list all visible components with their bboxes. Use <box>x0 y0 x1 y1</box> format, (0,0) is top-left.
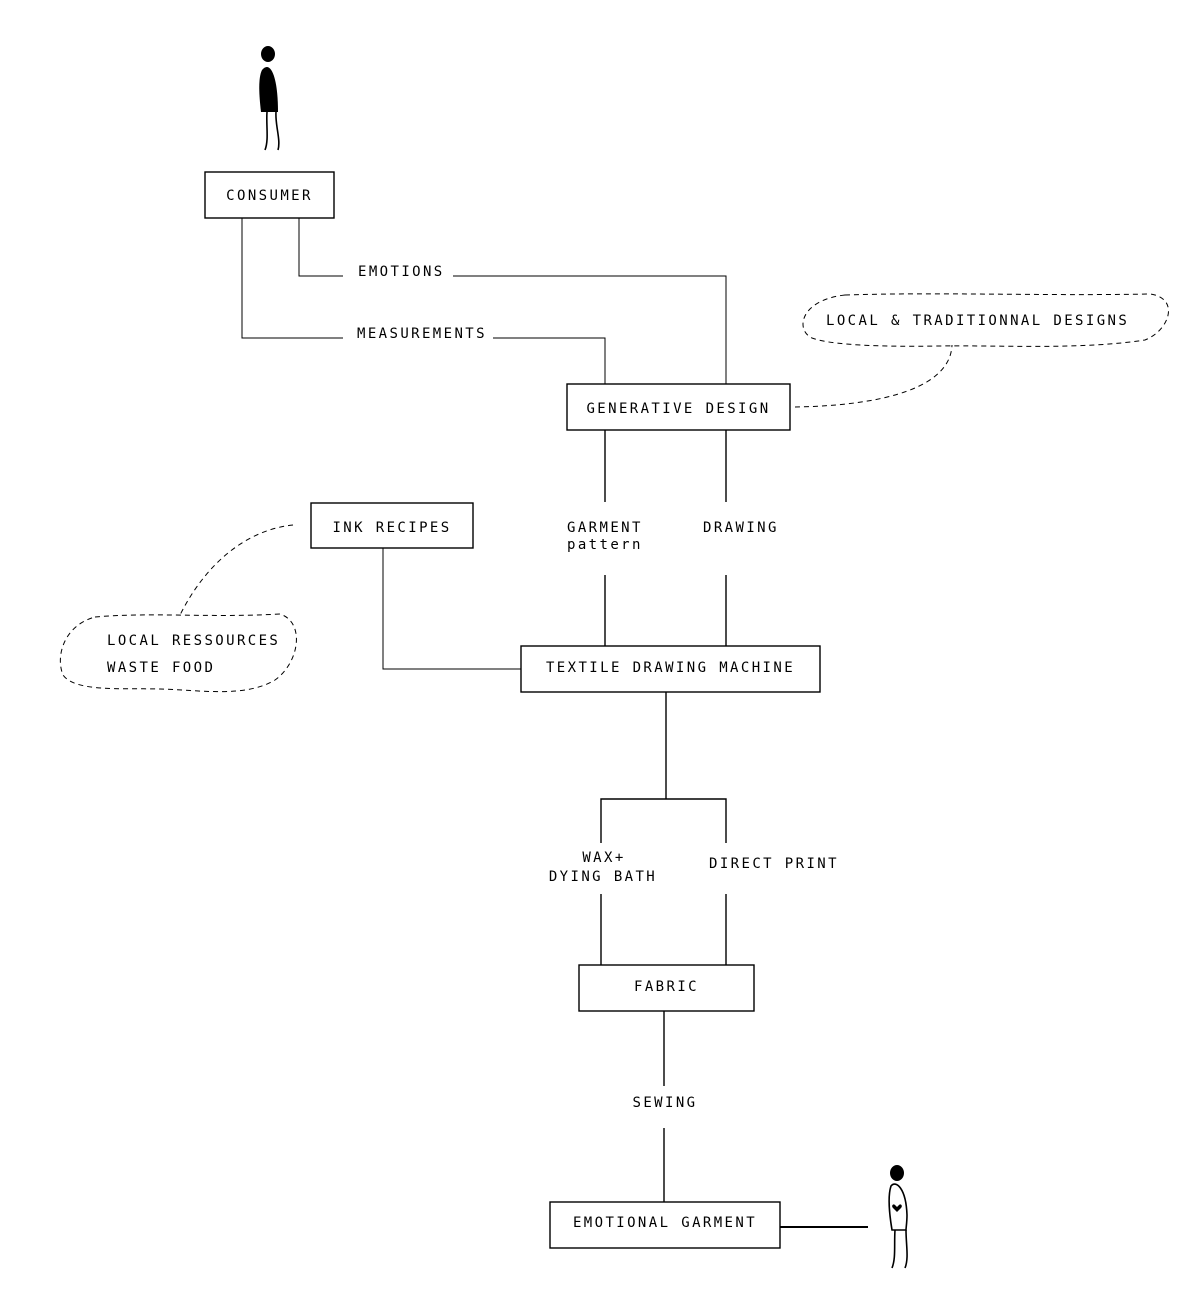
person-with-heart-icon-leg-left <box>891 1229 896 1269</box>
node-emotional-garment: EMOTIONAL GARMENT <box>549 1201 781 1249</box>
node-fabric-label: FABRIC <box>634 979 699 995</box>
node-generative-design-label: GENERATIVE DESIGN <box>586 401 770 417</box>
node-consumer-box <box>204 171 335 219</box>
cloud-designs: LOCAL & TRADITIONNAL DESIGNS <box>802 293 1169 347</box>
person-icon-head <box>261 46 275 62</box>
person-icon <box>259 46 280 151</box>
person-icon-leg-left <box>264 111 268 151</box>
person-icon-leg-right <box>275 111 280 151</box>
node-emotional-garment-box <box>549 1201 781 1249</box>
connector-ink-cloud <box>179 524 294 616</box>
person-with-heart-icon-leg-right <box>904 1229 908 1269</box>
node-ink-recipes: INK RECIPES <box>310 502 474 549</box>
heart-icon <box>892 1204 902 1212</box>
node-fabric: FABRIC <box>578 964 755 1012</box>
connector-design-cloud <box>794 344 953 408</box>
connector-ink-machine <box>382 548 521 670</box>
node-generative-design: GENERATIVE DESIGN <box>566 383 791 431</box>
person-with-heart-icon <box>888 1165 908 1269</box>
node-ink-recipes-label: INK RECIPES <box>332 520 451 536</box>
edge-sewing-label: SEWING <box>633 1095 698 1111</box>
node-consumer: CONSUMER <box>204 171 335 219</box>
edge-garment-label-line1: GARMENT <box>567 520 643 536</box>
connector-split <box>600 798 727 843</box>
node-textile-drawing-machine-label: TEXTILE DRAWING MACHINE <box>546 660 795 676</box>
connector-measurements-to-design <box>493 337 606 384</box>
edge-measurements-label: MEASUREMENTS <box>357 326 487 342</box>
edge-labels: EMOTIONS MEASUREMENTS GARMENT pattern DR… <box>357 264 839 1111</box>
edge-drawing-label: DRAWING <box>703 520 779 536</box>
connector-measurements <box>241 218 343 339</box>
edge-wax-label-line1: WAX+ <box>582 850 625 866</box>
node-emotional-garment-label: EMOTIONAL GARMENT <box>573 1215 757 1231</box>
cloud-resources-line2: WASTE FOOD <box>107 660 215 676</box>
node-fabric-box <box>578 964 755 1012</box>
connectors <box>179 218 953 1228</box>
connector-emotions <box>298 218 343 277</box>
cloud-resources-line1: LOCAL RESSOURCES <box>107 633 280 649</box>
person-icon-body <box>259 66 278 112</box>
node-textile-drawing-machine-box <box>520 645 821 693</box>
node-generative-design-box <box>566 383 791 431</box>
cloud-designs-text: LOCAL & TRADITIONNAL DESIGNS <box>826 313 1129 329</box>
edge-emotions-label: EMOTIONS <box>358 264 445 280</box>
cloud-designs-outline <box>802 293 1169 347</box>
cloud-resources-outline <box>59 613 297 693</box>
node-ink-recipes-box <box>310 502 474 549</box>
edge-direct-print-label: DIRECT PRINT <box>709 856 839 872</box>
person-with-heart-icon-head <box>890 1165 904 1181</box>
node-textile-drawing-machine: TEXTILE DRAWING MACHINE <box>520 645 821 693</box>
edge-wax-label-line2: DYING BATH <box>549 869 657 885</box>
edge-garment-label-line2: pattern <box>567 537 643 553</box>
node-consumer-label: CONSUMER <box>226 188 313 204</box>
cloud-resources: LOCAL RESSOURCES WASTE FOOD <box>59 613 297 693</box>
connector-emotions-to-design <box>453 275 727 384</box>
